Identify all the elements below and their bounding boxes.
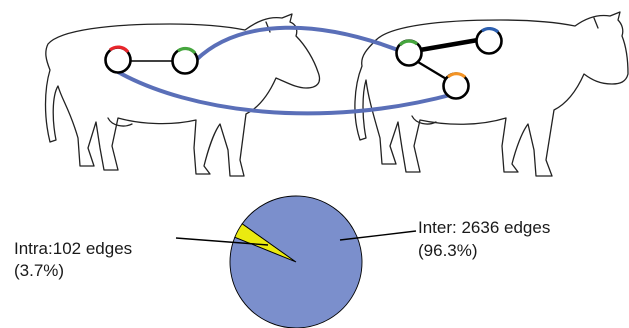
intra-edges-label: Intra:102 edges [14, 239, 133, 258]
cow-outline-icon [354, 11, 629, 177]
inter-leader-line [339, 230, 417, 241]
inter-percent-label: (96.3%) [418, 241, 478, 260]
virus-node-green [395, 39, 423, 67]
intra-edge [417, 61, 449, 81]
virus-node-green [171, 46, 199, 75]
inter-edges-label: Inter: 2636 edges [418, 218, 551, 237]
intra-leader-line [175, 237, 269, 246]
virus-node-blue [475, 26, 503, 55]
inter-edge [194, 25, 410, 62]
edge-type-pie-chart [229, 195, 363, 328]
inter-edge [116, 70, 456, 116]
intra-edge [419, 37, 479, 53]
virus-node-red [104, 45, 132, 74]
virus-node-orange [442, 72, 470, 100]
pie-slice-inter [229, 195, 363, 328]
intra-percent-label: (3.7%) [14, 261, 65, 280]
cow-outline-icon [44, 13, 321, 177]
